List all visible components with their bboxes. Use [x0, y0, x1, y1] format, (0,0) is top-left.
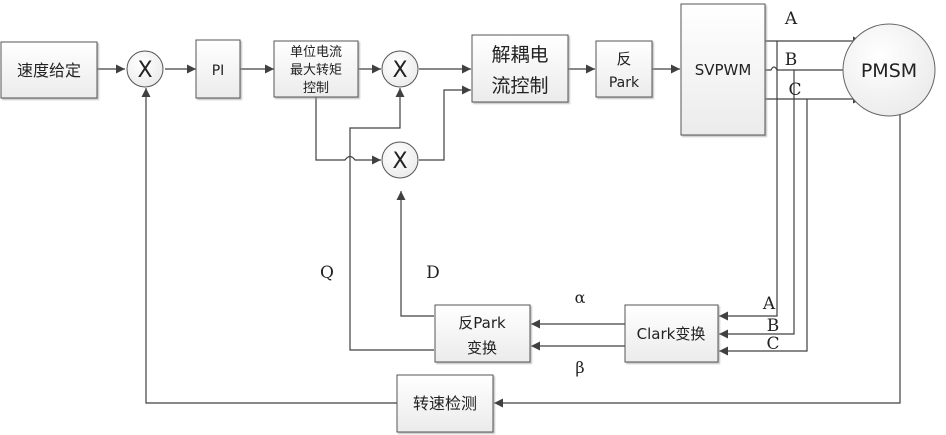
block-pmsm: PMSM: [842, 23, 936, 117]
speed-detect-label: 转速检测: [413, 394, 477, 413]
line-tap-b: [719, 70, 795, 339]
label-phase-b-top: B: [785, 50, 798, 70]
label-phase-a-bottom: A: [762, 294, 776, 314]
pi-label: PI: [212, 63, 225, 79]
line-q-to-mult2: [349, 88, 434, 351]
block-inverse-park-top: 反 Park: [595, 40, 653, 98]
label-phase-c-bottom: C: [766, 334, 779, 354]
multiplier-2-symbol: X: [392, 58, 407, 83]
pmsm-label: PMSM: [861, 60, 917, 82]
label-beta: β: [575, 358, 584, 377]
multiplier-1-symbol: X: [137, 58, 152, 83]
line-feedback-to-mult1: [141, 88, 397, 404]
inv-park-bottom-line2: 变换: [467, 339, 497, 357]
label-d: D: [426, 263, 440, 283]
label-phase-c-top: C: [788, 80, 801, 100]
block-speed-detect: 转速检测: [396, 374, 494, 433]
multiplier-3: X: [381, 141, 419, 179]
block-mtpa: 单位电流 最大转矩 控制: [273, 40, 359, 98]
line-tap-a: [719, 41, 778, 321]
speed-ref-label: 速度给定: [17, 61, 81, 80]
block-speed-ref: 速度给定: [0, 41, 98, 99]
block-pi: PI: [195, 39, 241, 99]
inv-park-bottom-line1: 反Park: [458, 314, 506, 332]
mtpa-label-line1: 单位电流: [290, 45, 342, 60]
inv-park-top-line1: 反: [616, 50, 631, 68]
label-alpha: α: [575, 288, 586, 307]
decouple-label-line1: 解耦电: [491, 44, 548, 66]
block-clark: Clark变换: [624, 304, 719, 363]
line-mult3-to-decouple: [419, 85, 471, 161]
line-pmsm-to-speeddetect: [494, 113, 901, 408]
decouple-label-line2: 流控制: [491, 75, 548, 97]
line-mtpa-to-mult3: [315, 97, 381, 165]
multiplier-3-symbol: X: [392, 149, 407, 174]
svpwm-label: SVPWM: [695, 61, 752, 79]
mtpa-label-line2: 最大转矩: [290, 63, 342, 78]
connection-lines: [97, 36, 901, 408]
label-q: Q: [320, 263, 334, 283]
line-d-to-mult3: [396, 191, 434, 317]
clark-label: Clark变换: [637, 325, 706, 343]
multiplier-1: X: [126, 50, 164, 88]
label-phase-b-bottom: B: [767, 316, 780, 336]
mtpa-label-line3: 控制: [303, 81, 329, 96]
block-inverse-park-bottom: 反Park 变换: [434, 304, 531, 363]
block-svpwm: SVPWM: [680, 3, 766, 136]
block-decoupling-control: 解耦电 流控制: [471, 34, 569, 103]
inv-park-top-line2: Park: [609, 75, 640, 91]
label-phase-a-top: A: [784, 9, 798, 29]
line-tap-c: [719, 99, 808, 356]
multiplier-2: X: [381, 50, 419, 88]
